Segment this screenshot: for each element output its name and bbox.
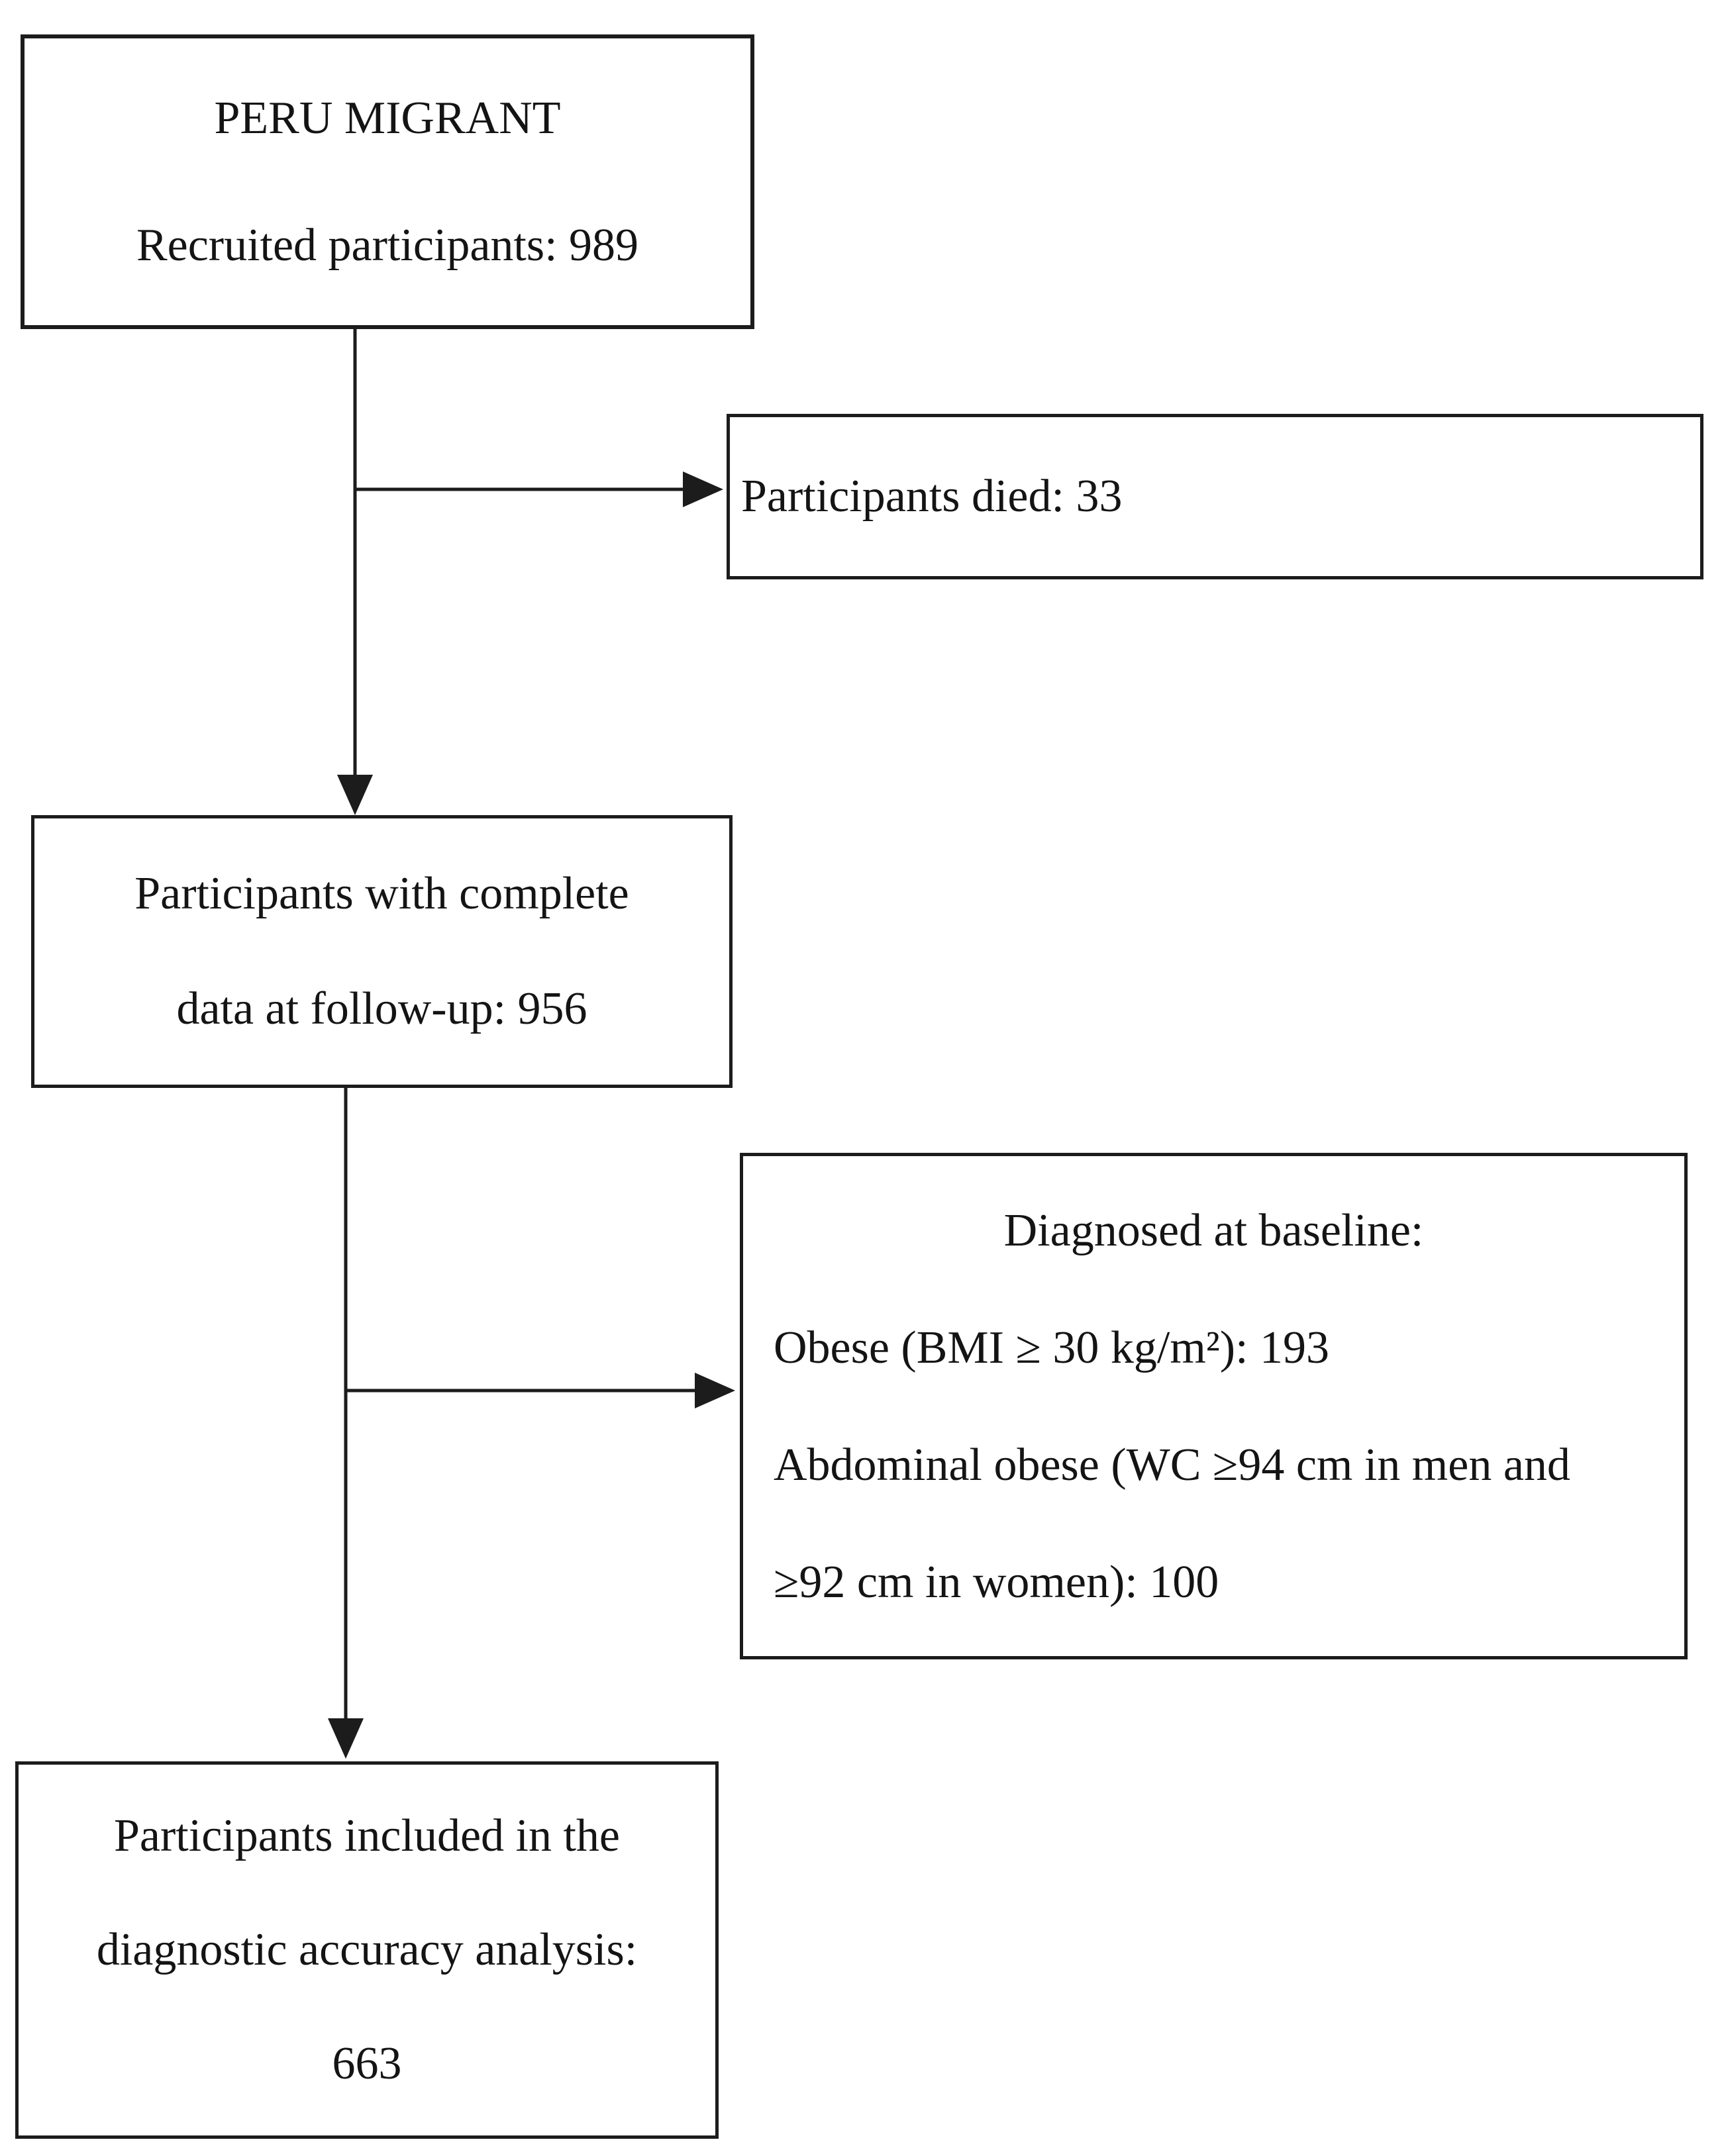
arrowhead-down-complete: [337, 775, 373, 815]
node-recruited-count: Recruited participants: 989: [136, 219, 639, 271]
node-diagnosed-baseline-abdominal-1: Abdominal obese (WC ≥94 cm in men and: [774, 1439, 1570, 1491]
node-recruited-title: PERU MIGRANT: [214, 92, 561, 144]
node-died-count: Participants died: 33: [741, 471, 1123, 522]
node-diagnosed-baseline-obese: Obese (BMI ≥ 30 kg/m²): 193: [774, 1322, 1330, 1373]
node-diagnosed-baseline: Diagnosed at baseline: Obese (BMI ≥ 30 k…: [740, 1153, 1688, 1659]
arrowhead-right-baseline: [695, 1373, 735, 1408]
node-recruited: PERU MIGRANT Recruited participants: 989: [21, 34, 754, 329]
node-died: Participants died: 33: [727, 414, 1703, 579]
arrowhead-right-died: [683, 471, 723, 507]
node-included-line-2: diagnostic accuracy analysis:: [96, 1924, 638, 1975]
node-complete-data-line-2: data at follow-up: 956: [176, 983, 587, 1034]
node-complete-data: Participants with complete data at follo…: [31, 815, 733, 1088]
node-diagnosed-baseline-abdominal-2: ≥92 cm in women): 100: [774, 1556, 1219, 1608]
node-included: Participants included in the diagnostic …: [15, 1761, 719, 2139]
node-diagnosed-baseline-title: Diagnosed at baseline:: [1003, 1204, 1424, 1256]
node-included-line-1: Participants included in the: [114, 1810, 620, 1861]
arrowhead-down-included: [328, 1718, 364, 1759]
node-complete-data-line-1: Participants with complete: [134, 868, 629, 919]
node-included-count: 663: [332, 2038, 402, 2089]
